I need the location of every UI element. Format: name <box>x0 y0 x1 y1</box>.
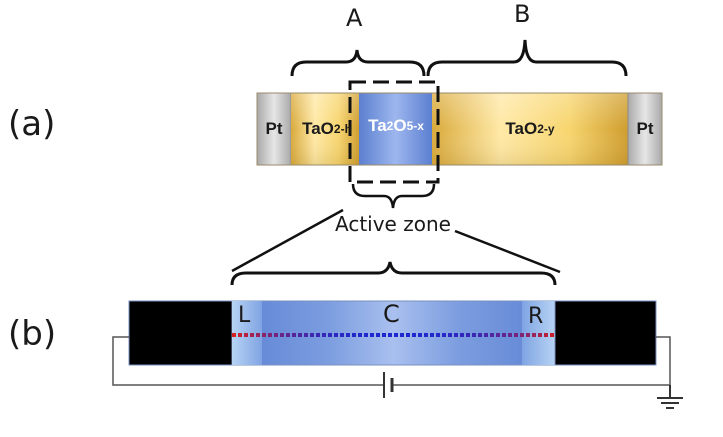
chain-atom <box>244 333 248 337</box>
brace-b <box>426 39 628 77</box>
chain-atom <box>448 333 452 337</box>
center-region-label: C <box>383 300 400 328</box>
chain-atom <box>250 333 254 337</box>
chain-atom <box>436 333 440 337</box>
chain-atom <box>376 333 380 337</box>
chain-atom <box>346 333 350 337</box>
chain-atom <box>268 333 272 337</box>
chain-atom <box>538 333 542 337</box>
chain-atom <box>352 333 356 337</box>
chain-atom <box>442 333 446 337</box>
chain-atom <box>382 333 386 337</box>
left-electrode <box>128 300 233 366</box>
chain-atom <box>490 333 494 337</box>
panel-b-label: (b) <box>8 314 57 354</box>
chain-atom <box>256 333 260 337</box>
chain-atom <box>262 333 266 337</box>
active-zone-brace <box>351 183 436 209</box>
chain-atom <box>298 333 302 337</box>
chain-atom <box>466 333 470 337</box>
brace-a <box>290 49 426 77</box>
brace-c <box>230 261 557 286</box>
chain-atom <box>304 333 308 337</box>
chain-atom <box>454 333 458 337</box>
pt-right-label: Pt <box>636 119 654 138</box>
panel-a-label: (a) <box>8 104 56 144</box>
chain-atom <box>328 333 332 337</box>
chain-atom <box>526 333 530 337</box>
chain-atom <box>502 333 506 337</box>
chain-atom <box>358 333 362 337</box>
active-zone-label: Active zone <box>335 212 451 236</box>
chain-atom <box>478 333 482 337</box>
chain-atom <box>496 333 500 337</box>
chain-atom <box>514 333 518 337</box>
chain-atom <box>370 333 374 337</box>
chain-atom <box>532 333 536 337</box>
chain-atom <box>508 333 512 337</box>
chain-atom <box>484 333 488 337</box>
chain-atom <box>364 333 368 337</box>
chain-atom <box>460 333 464 337</box>
ta2o5-x-layer <box>359 93 432 165</box>
chain-atom <box>292 333 296 337</box>
pt-left-electrode <box>256 92 292 166</box>
chain-atom <box>418 333 422 337</box>
chain-atom <box>424 333 428 337</box>
chain-atom <box>388 333 392 337</box>
chain-atom <box>406 333 410 337</box>
chain-atom <box>400 333 404 337</box>
chain-atom <box>274 333 278 337</box>
chain-atom <box>280 333 284 337</box>
chain-atom <box>322 333 326 337</box>
center-region <box>231 300 556 366</box>
zoom-line-left <box>231 208 344 273</box>
right-region-label: R <box>528 304 544 329</box>
chain-atom <box>430 333 434 337</box>
pt-left-label: Pt <box>265 119 283 138</box>
chain-atom <box>544 333 548 337</box>
region-b-label: B <box>514 0 531 28</box>
chain-atom <box>316 333 320 337</box>
chain-atom <box>334 333 338 337</box>
left-region-label: L <box>238 303 251 328</box>
chain-atom <box>238 333 242 337</box>
chain-atom <box>394 333 398 337</box>
atomic-chain <box>232 333 554 337</box>
chain-atom <box>520 333 524 337</box>
active-zone-box <box>348 80 440 184</box>
circuit-wire-left <box>112 336 384 386</box>
circuit-wire-right <box>392 336 671 386</box>
right-electrode <box>554 300 657 366</box>
chain-atom <box>550 333 554 337</box>
chain-atom <box>412 333 416 337</box>
region-a-label: A <box>346 4 363 32</box>
chain-atom <box>232 333 236 337</box>
zoom-line-right <box>454 229 561 274</box>
ground-icon <box>657 385 683 409</box>
chain-atom <box>340 333 344 337</box>
chain-atom <box>286 333 290 337</box>
chain-atom <box>472 333 476 337</box>
chain-atom <box>310 333 314 337</box>
